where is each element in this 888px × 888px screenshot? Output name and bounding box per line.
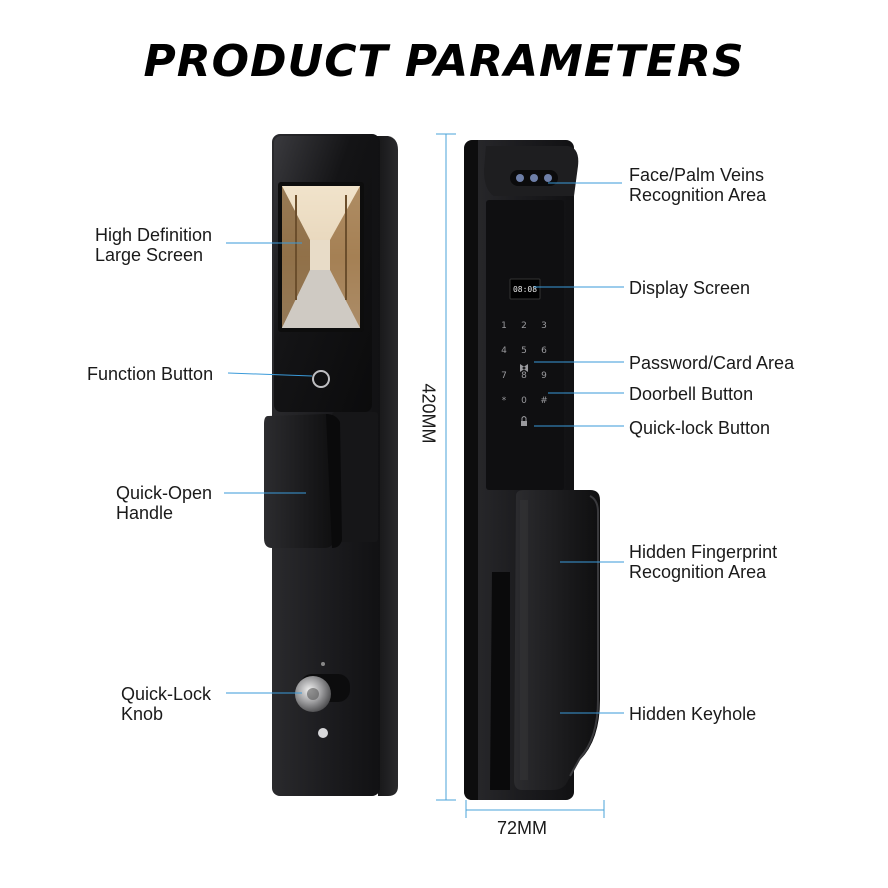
- keypad: 1 2 3 4 5 6 7 8 9 * 0 #: [501, 321, 548, 406]
- label-hidden-fingerprint: Hidden Fingerprint Recognition Area: [629, 542, 778, 582]
- width-dimension: 72MM: [497, 818, 548, 838]
- fingerprint-handle: [490, 490, 600, 790]
- key-hash: #: [540, 396, 548, 406]
- key-8: 8: [521, 371, 527, 381]
- card-icon: [520, 364, 528, 372]
- face-recognition-module: [484, 146, 579, 196]
- key-7: 7: [501, 371, 507, 381]
- key-2: 2: [521, 321, 527, 331]
- label-password-card: Password/Card Area: [629, 353, 795, 373]
- display-screen: 08:08: [509, 278, 541, 300]
- label-quick-open-handle: Quick-Open Handle: [116, 483, 213, 523]
- page-title: PRODUCT PARAMETERS: [143, 36, 745, 87]
- key-5: 5: [521, 346, 527, 356]
- key-0: 0: [521, 396, 527, 406]
- lock-icon: [521, 421, 527, 426]
- dimension-lines: [436, 133, 605, 818]
- label-face-recognition: Face/Palm Veins Recognition Area: [629, 165, 767, 205]
- key-1: 1: [501, 321, 507, 331]
- label-quick-lock-knob: Quick-Lock Knob: [121, 684, 212, 724]
- label-doorbell-button: Doorbell Button: [629, 384, 754, 404]
- front-lock: [264, 134, 398, 796]
- back-lock: 08:08 1 2 3 4 5 6 7 8 9 * 0 #: [464, 140, 600, 800]
- key-star: *: [502, 396, 507, 406]
- key-3: 3: [541, 321, 547, 331]
- function-button-icon: [312, 370, 330, 388]
- quick-open-handle: [264, 414, 342, 548]
- quick-lock-knob: [295, 662, 350, 712]
- key-6: 6: [541, 346, 547, 356]
- label-function-button: Function Button: [87, 364, 214, 384]
- label-hidden-keyhole: Hidden Keyhole: [629, 704, 757, 724]
- key-9: 9: [541, 371, 547, 381]
- label-display-screen: Display Screen: [629, 278, 751, 298]
- key-4: 4: [501, 346, 507, 356]
- indicator-light-icon: [318, 728, 328, 738]
- leader-lines: [224, 182, 624, 714]
- height-dimension: 420MM: [418, 383, 439, 444]
- label-quick-lock-button: Quick-lock Button: [629, 418, 771, 438]
- hd-screen: [278, 182, 364, 332]
- label-hd-screen: High Definition Large Screen: [95, 225, 213, 265]
- display-time: 08:08: [513, 285, 537, 294]
